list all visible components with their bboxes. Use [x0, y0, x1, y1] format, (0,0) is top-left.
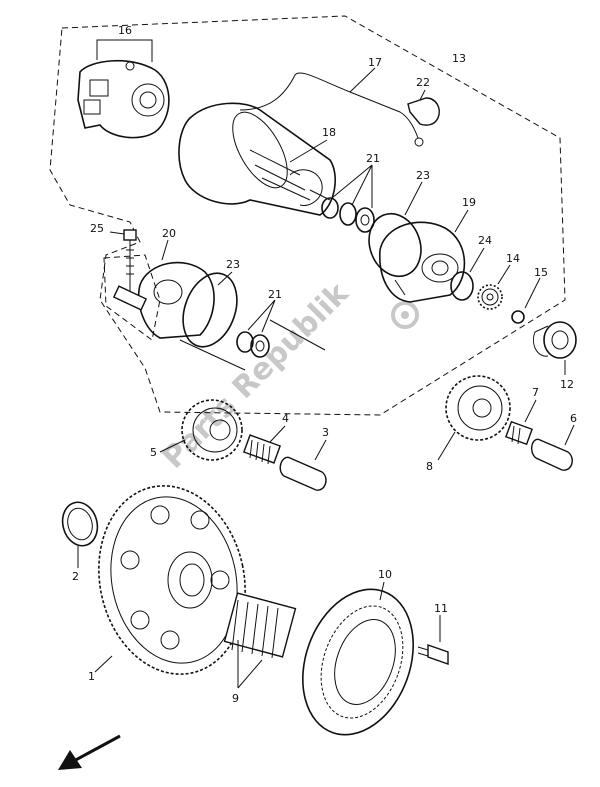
label-2: 2	[72, 570, 79, 583]
leader-8	[437, 431, 456, 461]
label-19: 19	[462, 196, 476, 209]
label-20: 20	[162, 227, 176, 240]
small-gear	[477, 284, 503, 310]
leader-17	[349, 67, 376, 93]
leader-15	[524, 277, 541, 309]
leader-5	[159, 439, 186, 453]
leader-6	[564, 424, 575, 446]
leader-3	[314, 439, 327, 461]
assembly-boundary	[49, 15, 566, 416]
leader-21-lower	[247, 299, 276, 333]
label-21b: 21	[268, 288, 282, 301]
shaft-right	[530, 438, 573, 471]
bolt-25	[123, 229, 137, 300]
label-17: 17	[368, 56, 382, 69]
label-14: 14	[506, 252, 520, 265]
thrust-washer	[61, 501, 99, 547]
label-6: 6	[570, 412, 577, 425]
label-15: 15	[534, 266, 548, 279]
label-11: 11	[434, 602, 448, 615]
leader-25	[109, 231, 125, 235]
leader-10	[379, 581, 385, 601]
label-12: 12	[560, 378, 574, 391]
leader-22	[419, 89, 426, 101]
needle-bearing-right	[505, 420, 533, 446]
long-bolt-a	[179, 339, 246, 371]
label-8: 8	[426, 460, 433, 473]
clip-ring	[511, 310, 525, 324]
clutch-rollers	[223, 592, 297, 659]
label-1: 1	[88, 670, 95, 683]
o-ring-small	[450, 271, 474, 301]
leader-7	[524, 399, 537, 423]
leader-16	[96, 39, 153, 62]
clutch-housing	[302, 588, 414, 736]
leader-4	[269, 425, 286, 443]
label-10: 10	[378, 568, 392, 581]
label-3: 3	[322, 426, 329, 439]
starter-motor	[178, 102, 336, 216]
label-23a: 23	[416, 169, 430, 182]
o-ring-upper	[368, 212, 422, 278]
leader-23-upper	[404, 181, 423, 216]
lead-wire	[239, 72, 419, 139]
leader-23-lower	[217, 271, 233, 286]
sub-boundary	[103, 254, 161, 341]
leader-19	[454, 209, 469, 233]
leader-20	[161, 239, 169, 261]
idle-gear-right	[445, 375, 511, 441]
long-bolt-b	[269, 319, 326, 351]
washers-lower	[236, 331, 270, 358]
starter-wheel-gear	[98, 485, 246, 675]
idle-gear-left	[181, 399, 243, 461]
washers-upper	[321, 197, 375, 233]
leader-14	[497, 264, 511, 285]
bearing	[533, 321, 577, 359]
shaft-left	[279, 456, 327, 491]
leader-18	[289, 139, 328, 163]
label-5: 5	[150, 446, 157, 459]
leader-24	[469, 247, 485, 273]
lead-wire-terminal	[414, 137, 424, 147]
label-24: 24	[478, 234, 492, 247]
label-4: 4	[282, 412, 289, 425]
leader-21-upper	[331, 164, 373, 208]
bolt-11	[417, 644, 449, 665]
gear-icon	[391, 301, 419, 329]
o-ring-lower	[182, 272, 238, 348]
terminal-cap	[407, 97, 440, 126]
label-23b: 23	[226, 258, 240, 271]
label-21a: 21	[366, 152, 380, 165]
leader-9	[237, 640, 263, 689]
label-7: 7	[532, 386, 539, 399]
brush-holder-plate	[77, 59, 170, 139]
end-cover	[379, 221, 466, 303]
label-25: 25	[90, 222, 104, 235]
label-22: 22	[416, 76, 430, 89]
front-cover	[112, 261, 215, 339]
label-16: 16	[118, 24, 132, 37]
label-18: 18	[322, 126, 336, 139]
label-13: 13	[452, 52, 466, 65]
arrow-direction-icon	[58, 734, 121, 770]
leader-1	[94, 655, 113, 673]
needle-bearing-left	[242, 434, 282, 465]
label-9: 9	[232, 692, 239, 705]
